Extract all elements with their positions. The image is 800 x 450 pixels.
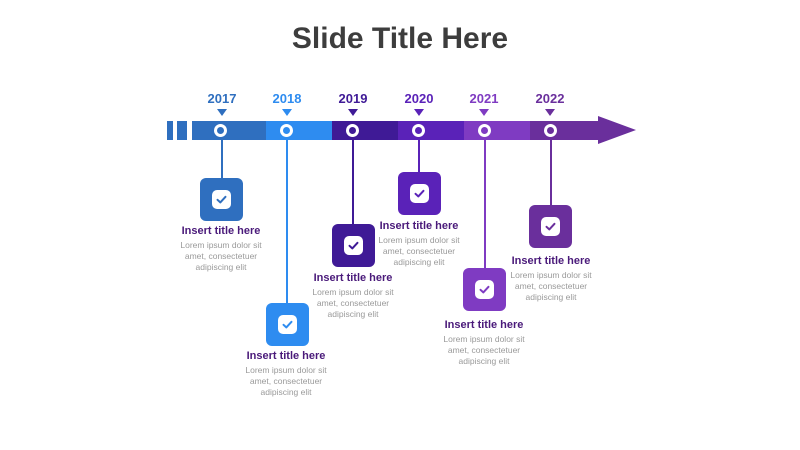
check-icon [414, 189, 425, 198]
milestone-desc-line: adipiscing elit [195, 262, 247, 272]
year-label-2020: 2020 [404, 91, 434, 106]
milestone-badge-2018 [266, 303, 309, 346]
year-label-2018: 2018 [272, 91, 302, 106]
milestone-desc-line: amet, consectetuer [316, 298, 390, 308]
milestone-desc-line: Lorem ipsum dolor sit [510, 270, 592, 280]
timeline-stub-2 [177, 121, 187, 140]
timeline-arrowhead [598, 116, 636, 144]
milestone-desc-line: amet, consectetuer [447, 345, 521, 355]
year-marker-2021 [479, 109, 489, 116]
milestone-title: Insert title here [313, 272, 393, 284]
timeline-node-2021 [478, 124, 491, 137]
milestone-badge-2019 [332, 224, 375, 267]
timeline-stub-1 [167, 121, 173, 140]
timeline-node-2018 [280, 124, 293, 137]
milestone-title: Insert title here [181, 225, 261, 237]
connector-2022 [550, 137, 552, 206]
timeline-node-2019 [346, 124, 359, 137]
year-label-2017: 2017 [207, 91, 237, 106]
timeline-node-2017 [214, 124, 227, 137]
milestone-caption-2019: Insert title here Lorem ipsum dolor sit … [298, 272, 408, 320]
timeline-segment-2019 [332, 121, 398, 140]
connector-2018 [286, 137, 288, 304]
timeline-node-2022 [544, 124, 557, 137]
milestone-badge-2017 [200, 178, 243, 221]
milestone-caption-2017: Insert title here Lorem ipsum dolor sit … [166, 225, 276, 273]
check-icon [282, 320, 293, 329]
milestone-caption-2021: Insert title here Lorem ipsum dolor sit … [429, 319, 539, 367]
milestone-desc-line: adipiscing elit [458, 356, 510, 366]
year-marker-2022 [545, 109, 555, 116]
milestone-desc-line: Lorem ipsum dolor sit [378, 235, 460, 245]
timeline-node-2020 [412, 124, 425, 137]
milestone-desc-line: amet, consectetuer [382, 246, 456, 256]
check-icon [545, 222, 556, 231]
milestone-desc-line: adipiscing elit [393, 257, 445, 267]
year-marker-2019 [348, 109, 358, 116]
slide-title: Slide Title Here [291, 22, 509, 55]
milestone-desc-line: adipiscing elit [327, 309, 379, 319]
milestone-desc-line: adipiscing elit [260, 387, 312, 397]
milestone-desc-line: amet, consectetuer [249, 376, 323, 386]
timeline-segment-2017 [192, 121, 266, 140]
milestone-title: Insert title here [444, 319, 524, 331]
timeline-segment-2022 [530, 121, 598, 140]
year-marker-2017 [217, 109, 227, 116]
milestone-desc-line: adipiscing elit [525, 292, 577, 302]
milestone-caption-2018: Insert title here Lorem ipsum dolor sit … [231, 350, 341, 398]
timeline-segment-2021 [464, 121, 530, 140]
milestone-title: Insert title here [246, 350, 326, 362]
milestone-title: Insert title here [511, 255, 591, 267]
milestone-desc-line: Lorem ipsum dolor sit [180, 240, 262, 250]
milestone-desc-line: Lorem ipsum dolor sit [443, 334, 525, 344]
connector-2020 [418, 137, 420, 173]
connector-2017 [221, 137, 223, 179]
milestone-desc-line: Lorem ipsum dolor sit [245, 365, 327, 375]
timeline-segment-2018 [266, 121, 332, 140]
milestone-title: Insert title here [379, 220, 459, 232]
milestone-badge-2022 [529, 205, 572, 248]
year-marker-2020 [414, 109, 424, 116]
milestone-caption-2020: Insert title here Lorem ipsum dolor sit … [364, 220, 474, 268]
milestone-caption-2022: Insert title here Lorem ipsum dolor sit … [496, 255, 606, 303]
year-marker-2018 [282, 109, 292, 116]
year-label-2022: 2022 [535, 91, 565, 106]
connector-2021 [484, 137, 486, 269]
milestone-badge-2021 [463, 268, 506, 311]
check-icon [348, 241, 359, 250]
milestone-desc-line: Lorem ipsum dolor sit [312, 287, 394, 297]
check-icon [479, 285, 490, 294]
year-label-2021: 2021 [469, 91, 499, 106]
year-label-2019: 2019 [338, 91, 368, 106]
connector-2019 [352, 137, 354, 225]
check-icon [216, 195, 227, 204]
milestone-badge-2020 [398, 172, 441, 215]
timeline-segment-2020 [398, 121, 464, 140]
milestone-desc-line: amet, consectetuer [514, 281, 588, 291]
milestone-desc-line: amet, consectetuer [184, 251, 258, 261]
